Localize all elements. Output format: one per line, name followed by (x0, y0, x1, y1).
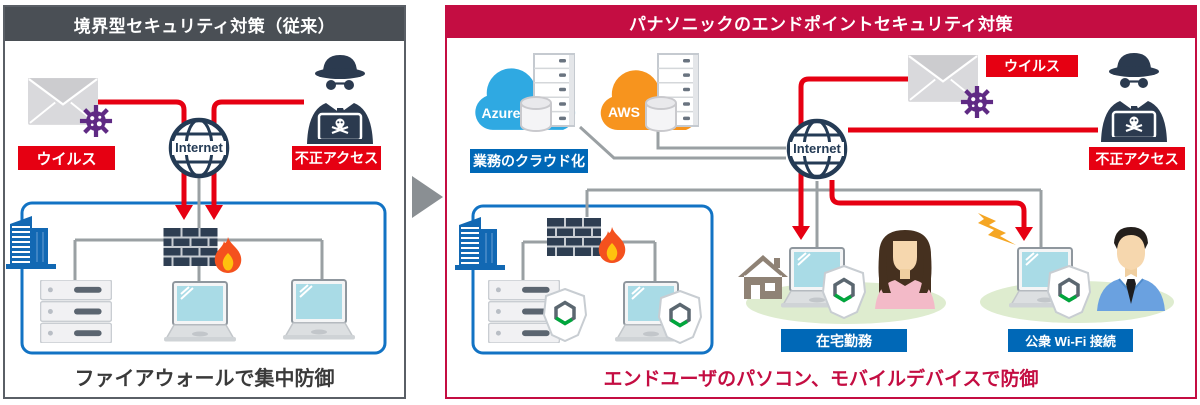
panel-traditional-header: 境界型セキュリティ対策（従来） (5, 7, 404, 41)
unauthorized-access-label-left: 不正アクセス (292, 146, 381, 170)
panel-traditional-security: 境界型セキュリティ対策（従来） ファイアウォールで集中防御 (3, 5, 406, 399)
panel-endpoint-caption: エンドユーザのパソコン、モバイルデバイスで防御 (603, 369, 1039, 390)
public-wifi-label: 公衆 Wi-Fi 接続 (1008, 329, 1133, 352)
unauthorized-access-label-right: 不正アクセス (1089, 147, 1185, 170)
home-work-label: 在宅勤務 (781, 329, 907, 352)
panel-endpoint-title: パナソニックのエンドポイントセキュリティ対策 (629, 15, 1013, 34)
virus-label-left: ウイルス (18, 146, 115, 170)
panel-traditional-caption: ファイアウォールで集中防御 (74, 368, 335, 390)
cloudification-label: 業務のクラウド化 (470, 149, 588, 173)
panel-transition-arrow-icon (412, 176, 443, 218)
panel-traditional-title: 境界型セキュリティ対策（従来） (73, 16, 336, 36)
virus-label-right: ウイルス (986, 55, 1078, 77)
panel-endpoint-header: パナソニックのエンドポイントセキュリティ対策 (447, 7, 1195, 38)
